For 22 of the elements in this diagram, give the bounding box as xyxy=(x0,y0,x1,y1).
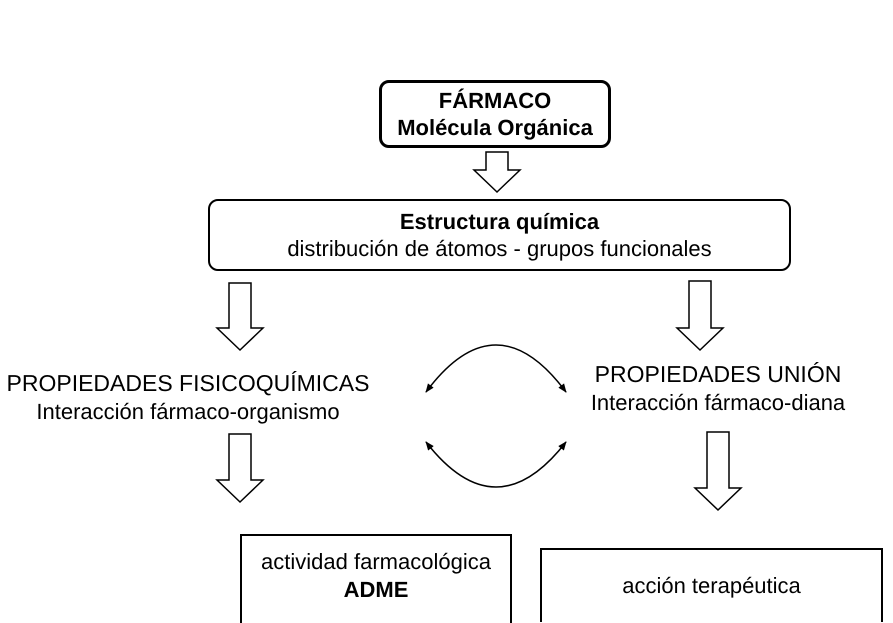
block-arrow xyxy=(215,433,265,504)
process-box xyxy=(379,80,611,148)
heading-text: FÁRMACO xyxy=(438,86,552,114)
curved-double-arrow xyxy=(425,441,567,488)
result-box xyxy=(240,534,512,623)
body-text: Interacción fármaco-organismo xyxy=(36,398,340,426)
body-text: Molécula Orgánica xyxy=(397,114,593,142)
block-arrow xyxy=(693,431,743,512)
block-arrow xyxy=(675,280,725,352)
body-text: Interacción fármaco-diana xyxy=(590,388,846,416)
heading-text: PROPIEDADES FISICOQUÍMICAS xyxy=(6,368,370,398)
heading-text: Estructura química xyxy=(400,208,600,235)
heading-text: PROPIEDADES UNIÓN xyxy=(594,360,842,389)
curved-double-arrow xyxy=(425,344,567,393)
block-arrow xyxy=(215,282,265,352)
body-text: ADME xyxy=(344,576,408,603)
block-arrow xyxy=(472,151,522,194)
heading-text: acción terapéutica xyxy=(622,572,801,600)
heading-text: actividad farmacológica xyxy=(261,548,491,576)
body-text: distribución de átomos - grupos funcionales xyxy=(287,235,712,262)
result-box xyxy=(540,548,883,622)
process-box xyxy=(208,199,791,271)
